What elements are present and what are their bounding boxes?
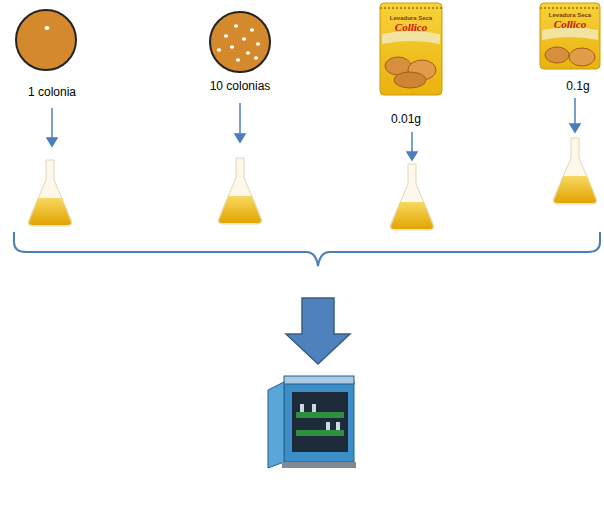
dish-label: 10 colonias: [210, 80, 271, 94]
packet-brand: Collico: [554, 18, 586, 31]
arrow: [47, 98, 580, 160]
dish-label: 1 colonia: [28, 86, 76, 100]
amount-label: 0.1g: [566, 80, 589, 94]
yeast-packet: [540, 3, 600, 69]
yeast-packet: [380, 3, 442, 95]
flask: [390, 164, 434, 230]
incubator-shaker: [268, 376, 356, 468]
big-arrow: [286, 298, 350, 364]
petri-dish: [16, 10, 76, 70]
packet-brand: Collico: [395, 21, 427, 34]
bracket: [14, 232, 600, 266]
packet-text: Levadura Seca: [390, 15, 432, 22]
packet-text: Levadura Seca: [549, 12, 591, 19]
amount-label: 0.01g: [391, 113, 421, 127]
flask: [28, 160, 72, 226]
petri-dish: [210, 12, 270, 72]
flask: [553, 138, 597, 204]
flask: [218, 158, 262, 224]
